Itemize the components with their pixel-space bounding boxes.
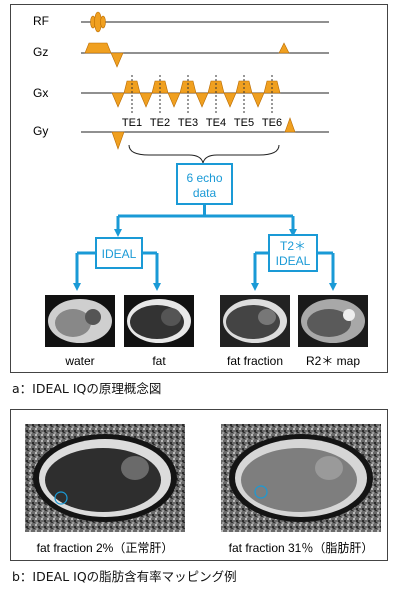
t2-box-line1: T2＊ bbox=[280, 239, 306, 253]
data-box-line2: data bbox=[193, 186, 217, 200]
panel-a: RF Gz Gx Gy bbox=[10, 4, 388, 373]
fork-lines bbox=[73, 251, 337, 291]
te-label-4: TE4 bbox=[206, 117, 226, 129]
roi-circle bbox=[54, 491, 68, 505]
fatty-liver-image bbox=[221, 424, 381, 532]
normal-liver-image bbox=[25, 424, 185, 532]
gz-gradients bbox=[84, 42, 290, 68]
rf-pulse bbox=[90, 11, 106, 33]
r2-map-image bbox=[298, 295, 368, 347]
data-box-line1: 6 echo bbox=[186, 171, 222, 185]
water-image bbox=[45, 295, 115, 347]
te-label-6: TE6 bbox=[262, 117, 282, 129]
principle-diagram: RF Gz Gx Gy bbox=[33, 11, 368, 368]
roi-circle bbox=[254, 485, 268, 499]
fat-fraction-image bbox=[220, 295, 290, 347]
mri-thumbnails bbox=[45, 295, 368, 347]
te-label-5: TE5 bbox=[234, 117, 254, 129]
image-label-normal-liver: fat fraction 2%（正常肝） bbox=[37, 541, 174, 555]
t2-box-line2: IDEAL bbox=[276, 254, 311, 268]
image-label-r2-map: R2＊ map bbox=[306, 354, 360, 368]
data-box: 6 echo data bbox=[176, 163, 233, 205]
image-label-fat: fat bbox=[152, 354, 166, 368]
image-label-fat-fraction: fat fraction bbox=[227, 354, 283, 368]
te-label-1: TE1 bbox=[122, 117, 142, 129]
t2-ideal-box: T2＊ IDEAL bbox=[268, 234, 318, 272]
gy-gradients bbox=[111, 117, 296, 150]
mapping-examples: fat fraction 2%（正常肝） fat fraction 31％（脂肪… bbox=[25, 424, 381, 555]
row-label-rf: RF bbox=[33, 14, 49, 28]
image-label-water: water bbox=[64, 354, 94, 368]
row-label-gz: Gz bbox=[33, 45, 48, 59]
echo-brace bbox=[128, 144, 280, 164]
caption-a: a：IDEAL IQの原理概念図 bbox=[12, 381, 162, 396]
image-label-fatty-liver: fat fraction 31％（脂肪肝） bbox=[229, 540, 374, 555]
row-label-gx: Gx bbox=[33, 86, 48, 100]
panel-b: fat fraction 2%（正常肝） fat fraction 31％（脂肪… bbox=[10, 409, 388, 561]
fat-image bbox=[124, 295, 194, 347]
caption-b: b：IDEAL IQの脂肪含有率マッピング例 bbox=[12, 569, 237, 584]
te-label-3: TE3 bbox=[178, 117, 198, 129]
ideal-box: IDEAL bbox=[95, 237, 143, 269]
gx-gradients bbox=[111, 80, 281, 108]
te-label-2: TE2 bbox=[150, 117, 170, 129]
flow-lines bbox=[114, 204, 297, 237]
row-label-gy: Gy bbox=[33, 124, 48, 138]
ideal-box-label: IDEAL bbox=[102, 247, 137, 261]
